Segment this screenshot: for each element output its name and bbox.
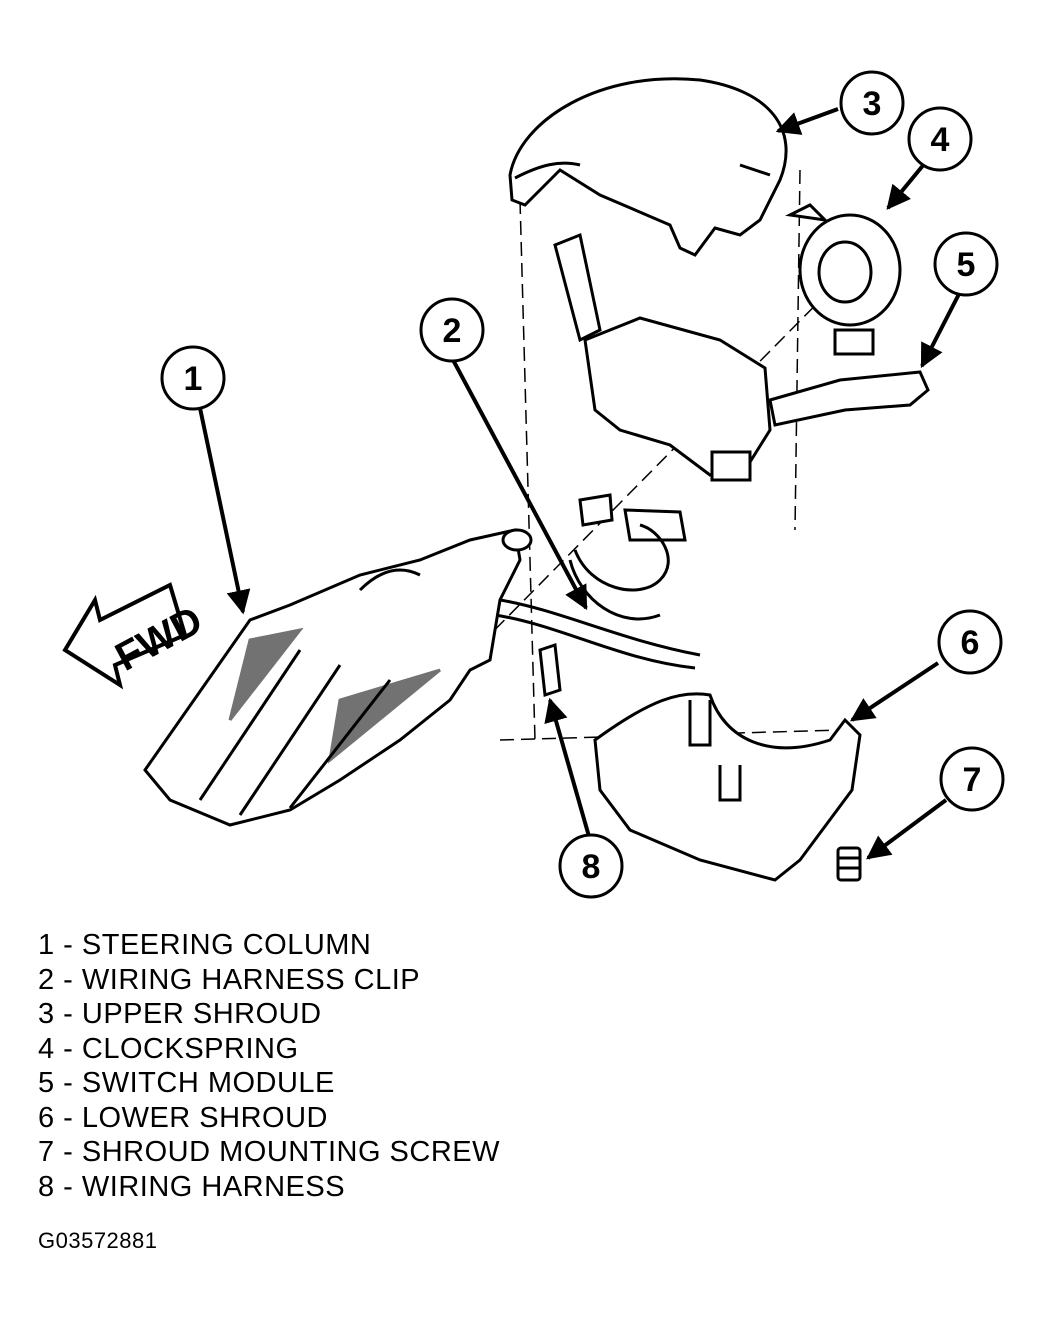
- wiring-harness: [494, 493, 701, 698]
- shroud-mounting-screw: [836, 846, 862, 882]
- clockspring: [785, 203, 902, 356]
- callout-4: 4: [907, 106, 973, 172]
- callout-4-number: 4: [931, 121, 950, 159]
- legend-item: 1 - STEERING COLUMN: [38, 929, 372, 961]
- callout-8-number: 8: [582, 848, 601, 886]
- forward-direction-arrow: FWD: [62, 582, 210, 690]
- callout-6-number: 6: [961, 624, 980, 662]
- legend-item: 3 - UPPER SHROUD: [38, 998, 322, 1030]
- legend-item: 6 - LOWER SHROUD: [38, 1101, 328, 1134]
- steering-column-exploded-diagram: FWD 1 2 3 4 5 6 7 8: [62, 70, 1005, 899]
- steering-column: [143, 528, 533, 827]
- legend-item: 7 - SHROUD MOUNTING SCREW: [38, 1136, 500, 1168]
- lower-shroud: [593, 692, 862, 882]
- callout-1-number: 1: [184, 360, 203, 398]
- callout-leaders: [198, 107, 962, 860]
- callout-5: 5: [933, 231, 999, 297]
- callout-8: 8: [558, 833, 624, 899]
- callout-3-number: 3: [863, 85, 882, 123]
- callout-7-number: 7: [963, 761, 982, 799]
- callout-2: 2: [419, 297, 485, 363]
- switch-module: [553, 232, 930, 482]
- callout-1: 1: [160, 345, 226, 411]
- callout-3: 3: [839, 70, 905, 136]
- callout-2-number: 2: [443, 312, 462, 350]
- upper-shroud: [508, 77, 788, 257]
- callout-6: 6: [937, 609, 1003, 675]
- legend-item: 4 - CLOCKSPRING: [38, 1032, 299, 1065]
- parts-legend: 1 - STEERING COLUMN 2 - WIRING HARNESS C…: [38, 928, 500, 1204]
- callout-7: 7: [939, 746, 1005, 812]
- legend-item: 5 - SWITCH MODULE: [38, 1067, 335, 1099]
- legend-item: 8 - WIRING HARNESS: [38, 1170, 346, 1203]
- figure-id: G03572881: [38, 1228, 158, 1253]
- callout-5-number: 5: [957, 246, 976, 284]
- legend-item: 2 - WIRING HARNESS CLIP: [38, 963, 421, 996]
